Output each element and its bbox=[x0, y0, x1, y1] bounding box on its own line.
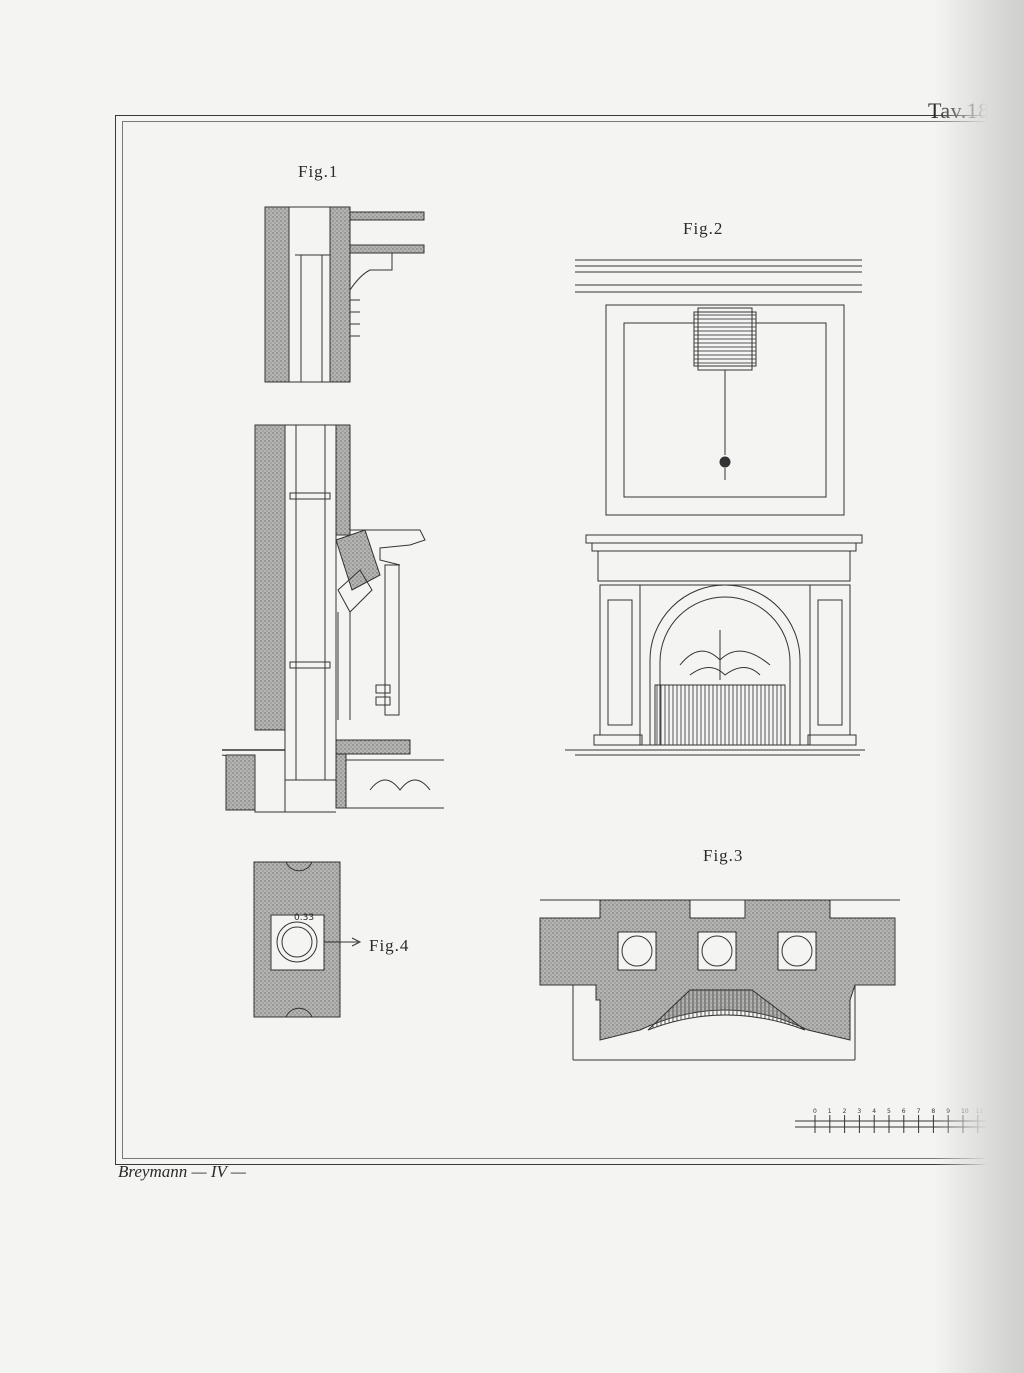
plate-border-inner bbox=[122, 121, 1024, 1159]
scale-tick-label: 4 bbox=[872, 1108, 876, 1115]
fig3-plan-drawing bbox=[539, 899, 900, 1061]
fig1-label: Fig.1 bbox=[298, 162, 339, 181]
fig4-label: Fig.4 bbox=[369, 936, 410, 955]
scale-tick-label: 5 bbox=[887, 1108, 891, 1115]
fig4-flue-detail bbox=[253, 861, 362, 1018]
flue-diameter-label: 0.33 bbox=[294, 913, 315, 923]
scale-tick-label: 1 bbox=[828, 1108, 832, 1115]
scale-tick-label: 7 bbox=[917, 1108, 921, 1115]
signature: Breymann — IV — bbox=[118, 1162, 246, 1181]
plate-number: Tav.18. bbox=[928, 98, 996, 123]
fig3-label: Fig.3 bbox=[703, 846, 744, 865]
fig2-fireplace-elevation bbox=[565, 259, 865, 756]
scale-tick-label: 2 bbox=[843, 1108, 847, 1115]
fig2-label: Fig.2 bbox=[683, 219, 724, 238]
scale-tick-label: 0 bbox=[813, 1108, 817, 1115]
scale-tick-label: 8 bbox=[931, 1108, 935, 1115]
scale-tick-label: 6 bbox=[902, 1108, 906, 1115]
scale-tick-label: 3 bbox=[857, 1108, 861, 1115]
plate-border bbox=[115, 115, 1024, 1165]
fig1-section-drawing bbox=[221, 206, 444, 813]
